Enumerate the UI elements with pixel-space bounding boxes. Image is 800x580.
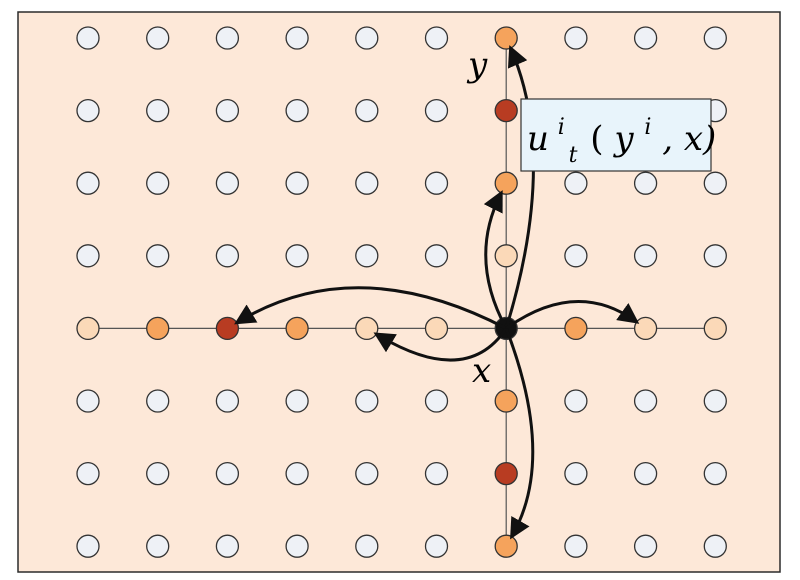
arrow-to-node-r4-c4 xyxy=(373,327,508,362)
node xyxy=(285,26,309,50)
node-highlighted-orange xyxy=(494,171,518,195)
arrow-group xyxy=(234,45,640,540)
formula-label-box: u i t ( y i , x) xyxy=(520,98,716,172)
node xyxy=(424,26,449,50)
node-highlighted-light-orange xyxy=(76,316,100,341)
node xyxy=(146,244,170,268)
node-highlighted-orange xyxy=(494,534,518,558)
node xyxy=(285,171,309,195)
formula-base: u xyxy=(527,119,549,159)
node-grid xyxy=(76,26,727,558)
node xyxy=(355,171,379,195)
node xyxy=(424,389,449,413)
node xyxy=(355,98,379,123)
node xyxy=(215,98,240,123)
node xyxy=(633,389,658,413)
node xyxy=(633,26,658,50)
node xyxy=(564,534,588,558)
arrow-to-node-r2-c6 xyxy=(483,190,508,330)
node-highlighted-light-orange xyxy=(424,316,449,341)
formula-superscript: i xyxy=(558,115,565,140)
formula-text: u i t ( y i , x) xyxy=(527,103,716,171)
arrow-to-node-r7-c6 xyxy=(504,327,535,540)
x-label: x xyxy=(472,351,491,391)
node xyxy=(633,534,658,558)
node xyxy=(215,389,240,413)
node xyxy=(633,461,658,486)
node xyxy=(146,171,170,195)
node xyxy=(564,171,588,195)
node xyxy=(215,534,240,558)
node xyxy=(285,389,309,413)
formula-arg-superscript: i xyxy=(644,115,651,140)
node xyxy=(285,534,309,558)
node xyxy=(215,171,240,195)
node xyxy=(76,171,100,195)
node-highlighted-dark-red xyxy=(494,461,518,486)
node xyxy=(424,171,449,195)
node xyxy=(355,244,379,268)
node xyxy=(146,98,170,123)
formula-arg-rest: , x) xyxy=(662,119,716,159)
node xyxy=(564,389,588,413)
arrow-to-node-r0-c6 xyxy=(504,45,535,329)
node xyxy=(76,244,100,268)
node xyxy=(285,461,309,486)
node xyxy=(355,389,379,413)
node xyxy=(424,244,449,268)
formula-subscript: t xyxy=(569,143,578,168)
node xyxy=(633,171,658,195)
node xyxy=(215,244,240,268)
node xyxy=(76,461,100,486)
node xyxy=(703,534,727,558)
node xyxy=(424,461,449,486)
node xyxy=(703,461,727,486)
node xyxy=(215,461,240,486)
node xyxy=(215,26,240,50)
node xyxy=(76,98,100,123)
node-highlighted-light-orange xyxy=(633,316,658,341)
node xyxy=(355,26,379,50)
node-highlighted-orange xyxy=(146,316,170,341)
node xyxy=(355,534,379,558)
node xyxy=(564,461,588,486)
node xyxy=(703,389,727,413)
node-highlighted-light-orange xyxy=(355,316,379,341)
node-highlighted-orange xyxy=(285,316,309,341)
formula-arg-var: y xyxy=(612,119,634,159)
node xyxy=(355,461,379,486)
node xyxy=(424,534,449,558)
node-highlighted-orange xyxy=(494,389,518,413)
arrow-to-node-r4-c2 xyxy=(234,286,507,330)
node xyxy=(703,244,727,268)
node xyxy=(76,26,100,50)
axis-lines xyxy=(88,38,716,547)
formula-box-background xyxy=(520,98,712,172)
node xyxy=(146,534,170,558)
node xyxy=(285,98,309,123)
node xyxy=(564,26,588,50)
node xyxy=(633,244,658,268)
node-highlighted-dark-red xyxy=(494,98,518,123)
node xyxy=(285,244,309,268)
node xyxy=(146,26,170,50)
node-highlighted-dark-red xyxy=(215,316,240,341)
node xyxy=(76,534,100,558)
node-highlighted-orange xyxy=(494,26,518,50)
node-highlighted-light-orange xyxy=(703,316,727,341)
formula-open-paren: ( xyxy=(590,119,603,159)
node xyxy=(146,389,170,413)
node xyxy=(424,98,449,123)
node xyxy=(703,26,727,50)
node xyxy=(146,461,170,486)
node-highlighted-light-orange xyxy=(494,244,518,268)
arrow-to-node-r4-c8 xyxy=(505,300,640,330)
y-label: y xyxy=(466,45,488,85)
node xyxy=(703,171,727,195)
node xyxy=(76,389,100,413)
node-highlighted-orange xyxy=(564,316,588,341)
node xyxy=(564,244,588,268)
